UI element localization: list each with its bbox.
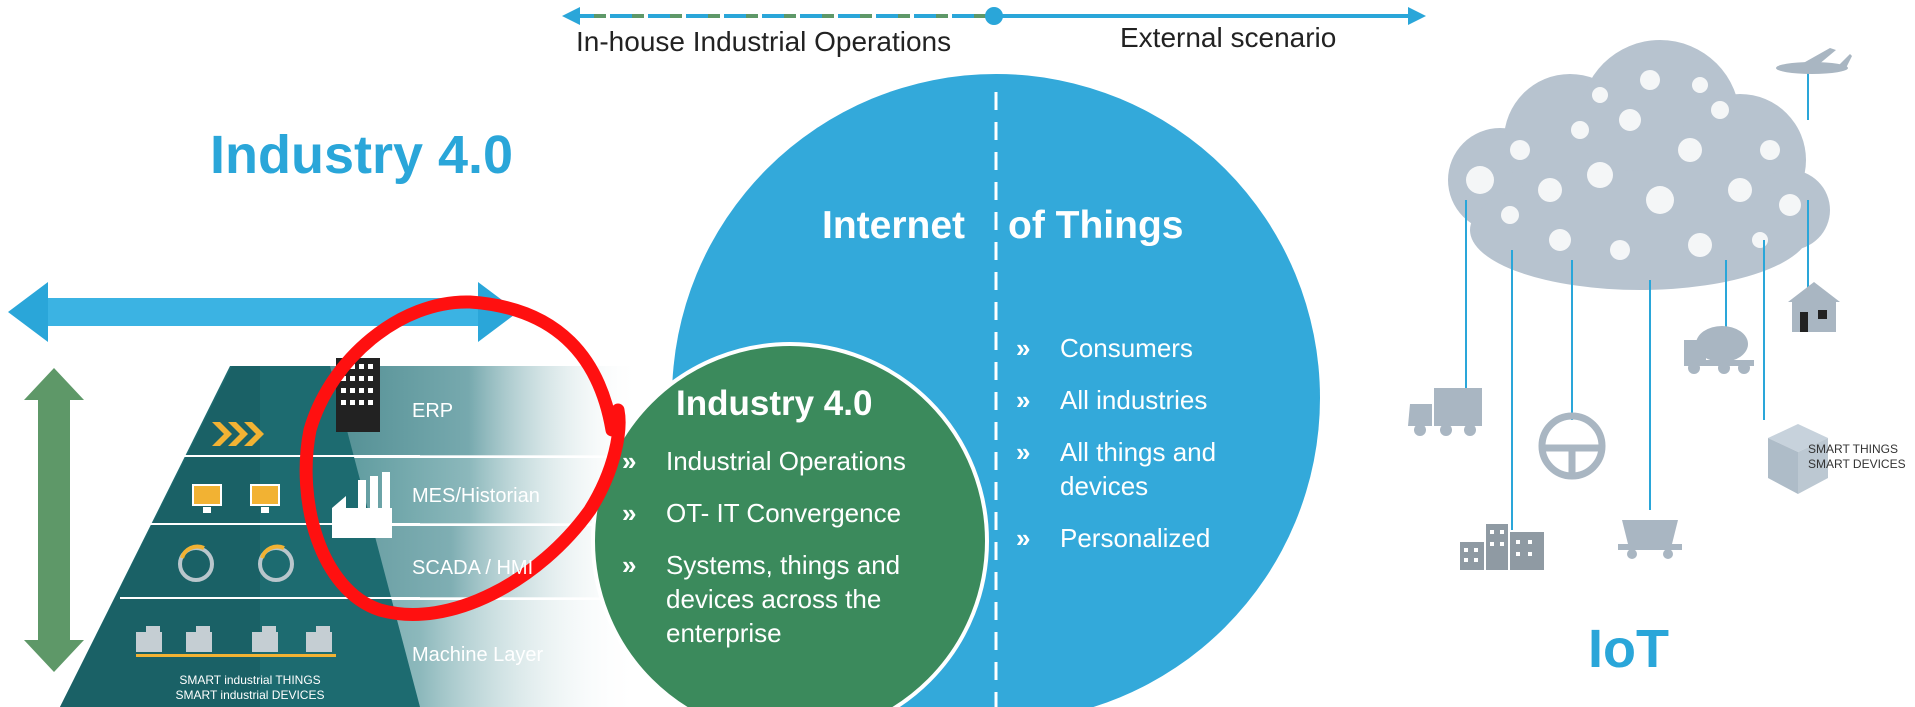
list-item: »Personalized (1016, 523, 1211, 553)
chevron-bullet-icon: » (1016, 333, 1031, 363)
industry40-bullet-list: »Industrial Operations »OT- IT Convergen… (622, 444, 952, 668)
smart-things-caption: SMART industrial THINGS (179, 673, 321, 687)
factory-icon (332, 472, 392, 538)
iot-cloud-icon (1448, 40, 1830, 290)
list-item: »Consumers (1016, 333, 1193, 363)
truck-icon (1408, 388, 1482, 436)
erp-layer-label: ERP (412, 400, 454, 422)
smart-industrial-caption: SMART industrial THINGS SMART industrial… (130, 673, 370, 703)
house-icon (1788, 282, 1840, 332)
industry40-circle (591, 342, 989, 707)
mes-layer-label: MES/Historian (412, 485, 540, 507)
chevron-bullet-icon: » (1016, 523, 1031, 553)
iot-title-of-things: of Things (1008, 204, 1184, 247)
red-circle-annotation (299, 295, 626, 621)
office-building-icon (336, 358, 380, 432)
refresh-cycle-icon (178, 544, 294, 582)
industry40-heading: Industry 4.0 (210, 125, 514, 185)
cloud-connection-lines (1465, 70, 1809, 530)
smart-devices-caption: SMART industrial DEVICES (175, 688, 325, 702)
chevron-bullet-icon: » (622, 446, 637, 476)
horizontal-double-arrow (8, 282, 518, 342)
rail-car-icon (1618, 520, 1682, 559)
scenario-axis-arrow (562, 7, 1426, 25)
smart-things-devices-caption: SMART THINGS SMART DEVICES (1808, 442, 1906, 472)
iot-bullet-list: »Consumers »All industries »All things a… (1016, 331, 1286, 573)
external-scenario-label: External scenario (1120, 22, 1337, 53)
iot-title-internet: Internet (822, 204, 966, 247)
monitor-icon (192, 484, 280, 513)
smart-things-line: SMART THINGS (1808, 442, 1899, 456)
chevron-bullet-icon: » (622, 498, 637, 528)
list-item: »Industrial Operations (622, 446, 906, 476)
list-item: »OT- IT Convergence (622, 498, 902, 528)
smart-devices-line: SMART DEVICES (1808, 457, 1906, 471)
airplane-icon (1776, 48, 1852, 74)
chevron-bullet-icon: » (622, 550, 637, 580)
smart-machine-icon (136, 626, 336, 657)
machine-layer-label: Machine Layer (412, 644, 544, 666)
in-house-label: In-house Industrial Operations (576, 26, 952, 57)
steering-wheel-icon (1538, 412, 1606, 480)
chevron-bullet-icon: » (1016, 437, 1031, 467)
iot-heading: IoT (1588, 619, 1669, 679)
list-item: »All industries (1016, 385, 1208, 415)
buildings-icon (1460, 524, 1544, 570)
concrete-mixer-icon (1684, 326, 1754, 374)
chevron-icon (212, 422, 264, 446)
scada-layer-label: SCADA / HMI (412, 557, 534, 579)
vertical-double-arrow (24, 368, 84, 672)
cube-icon (1768, 424, 1828, 494)
industry40-circle-title: Industry 4.0 (676, 384, 873, 423)
chevron-bullet-icon: » (1016, 385, 1031, 415)
